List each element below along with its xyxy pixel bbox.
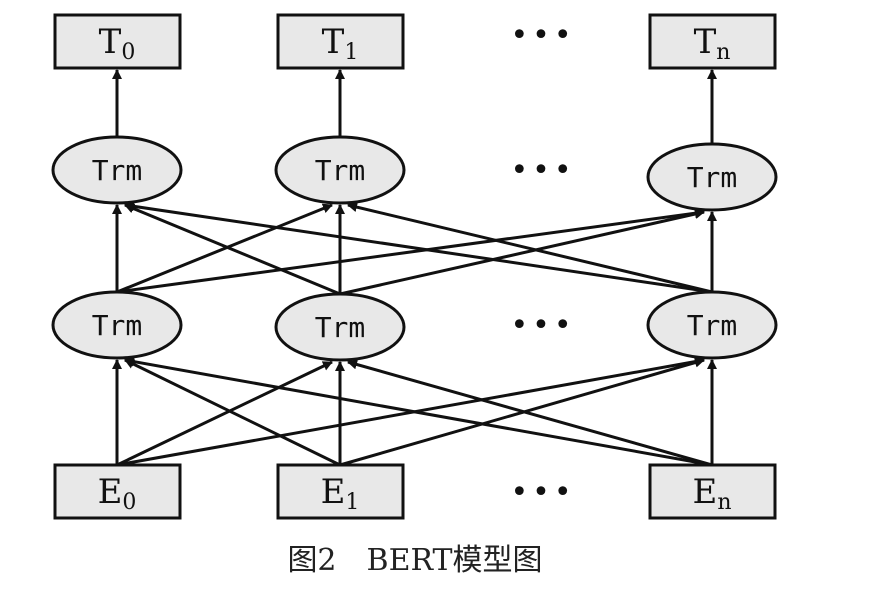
transformer-node-lower-n: Trm [646, 290, 778, 360]
transformer-node-upper-n: Trm [646, 142, 778, 212]
input-embedding-e0: E0 [53, 463, 182, 520]
arrow-lower-2-to-upper-0 [124, 201, 713, 294]
svg-text:T1: T1 [322, 22, 359, 65]
ellipsis-inputs: ••• [510, 475, 575, 510]
connection-arrows [112, 69, 717, 467]
output-token-tn: Tn [648, 13, 777, 70]
transformer-node-upper-0: Trm [51, 135, 183, 205]
transformer-node-upper-1: Trm [274, 135, 406, 205]
arrow-lower-2-to-upper-1 [347, 202, 713, 294]
transformer-node-lower-0: Trm [51, 290, 183, 360]
svg-text:Tn: Tn [694, 22, 731, 65]
svg-text:E0: E0 [98, 472, 137, 515]
input-embedding-e1: E1 [276, 463, 405, 520]
arrow-lower-0-to-upper-2 [116, 208, 705, 294]
arrow-lower-1-to-upper-0 [124, 203, 341, 296]
svg-text:T0: T0 [99, 22, 136, 65]
svg-text:Trm: Trm [687, 309, 738, 342]
arrow-lower-0-to-upper-1 [116, 203, 333, 294]
arrow-input-0-to-lower-1 [116, 360, 333, 467]
ellipsis-lower-layer: ••• [510, 308, 575, 343]
ellipsis-upper-layer: ••• [510, 153, 575, 188]
svg-text:E1: E1 [321, 472, 360, 515]
arrow-input-2-to-lower-1 [347, 359, 713, 467]
output-token-t0: T0 [53, 13, 182, 70]
arrow-input-2-to-lower-0 [124, 356, 713, 467]
svg-text:Trm: Trm [92, 154, 143, 187]
ellipsis-outputs: ••• [510, 18, 575, 53]
figure-caption: 图2 BERT模型图 [287, 543, 542, 578]
svg-text:En: En [693, 472, 732, 515]
svg-text:Trm: Trm [315, 154, 366, 187]
output-token-t1: T1 [276, 13, 405, 70]
input-embedding-en: En [648, 463, 777, 520]
svg-text:Trm: Trm [315, 311, 366, 344]
svg-text:Trm: Trm [92, 309, 143, 342]
svg-text:Trm: Trm [687, 161, 738, 194]
arrow-input-1-to-lower-0 [124, 358, 341, 467]
transformer-node-lower-1: Trm [274, 292, 406, 362]
arrow-lower-1-to-upper-2 [339, 209, 705, 296]
